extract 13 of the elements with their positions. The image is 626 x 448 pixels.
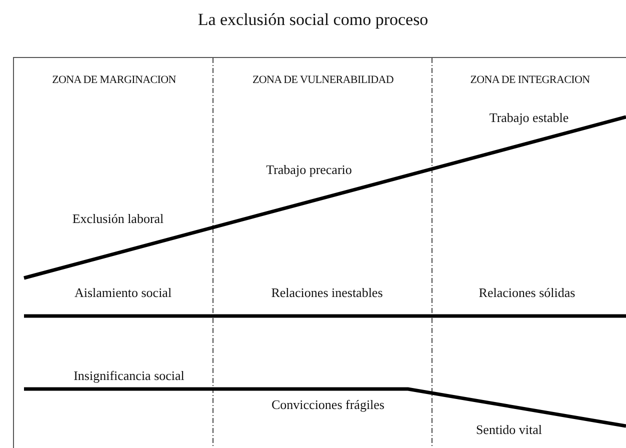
line-label: Relaciones inestables (271, 285, 383, 301)
zone-header: ZONA DE INTEGRACION (470, 74, 590, 86)
line-label: Aislamiento social (74, 285, 172, 301)
line-label: Relaciones sólidas (478, 285, 576, 301)
diagram-title: La exclusión social como proceso (196, 10, 430, 30)
line-label: Convicciones frágiles (272, 397, 384, 413)
line-label: Trabajo estable (489, 110, 569, 126)
zone-header: ZONA DE MARGINACION (52, 74, 176, 86)
line-label: Sentido vital (476, 422, 542, 438)
line-label: Exclusión laboral (72, 211, 164, 227)
line-label: Trabajo precario (266, 162, 352, 178)
zone-header: ZONA DE VULNERABILIDAD (252, 74, 394, 86)
line-label: Insignificancia social (74, 368, 184, 384)
